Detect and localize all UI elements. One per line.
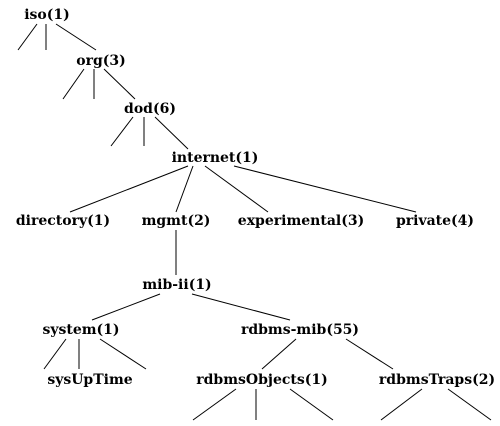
node-org: org(3) — [76, 53, 126, 69]
edge-dod-stub-1 — [110, 116, 134, 147]
edge-rdbmsobjects-stub-3 — [289, 388, 334, 421]
edge-dod-internet — [154, 116, 189, 150]
edge-mibii-rdbmsmib — [191, 293, 291, 321]
edge-internet-private — [233, 165, 417, 213]
node-experimental: experimental(3) — [237, 213, 365, 229]
node-mgmt: mgmt(2) — [141, 213, 211, 229]
node-system: system(1) — [42, 322, 120, 338]
edge-internet-mgmt — [175, 165, 194, 213]
node-mib-ii: mib-ii(1) — [142, 277, 212, 293]
edge-system-stub-2 — [99, 338, 147, 370]
edge-rdbmstraps-stub-2 — [447, 388, 492, 421]
node-iso: iso(1) — [24, 7, 70, 23]
edge-internet-experimental — [204, 165, 269, 213]
edge-org-dod — [103, 68, 136, 100]
node-rdbms-objects: rdbmsObjects(1) — [196, 372, 328, 388]
edge-mibii-system — [91, 293, 161, 321]
edge-system-stub-1 — [43, 338, 67, 370]
edge-org-stub-1 — [62, 68, 85, 100]
node-internet: internet(1) — [171, 150, 259, 166]
node-directory: directory(1) — [15, 213, 111, 229]
edge-iso-stub-1 — [17, 23, 38, 51]
node-rdbms-traps: rdbmsTraps(2) — [378, 372, 496, 388]
node-private: private(4) — [395, 213, 475, 229]
node-sysuptime: sysUpTime — [47, 372, 133, 388]
edge-rdbmsmib-rdbmsobjects — [261, 338, 297, 370]
node-dod: dod(6) — [124, 101, 176, 117]
edge-rdbmsobjects-stub-1 — [192, 388, 237, 421]
edge-iso-org — [55, 23, 97, 51]
edge-rdbmstraps-stub-1 — [380, 388, 423, 421]
edge-internet-directory — [69, 165, 189, 213]
edge-rdbmsmib-rdbmstraps — [345, 338, 394, 370]
node-rdbms-mib: rdbms-mib(55) — [240, 322, 360, 338]
